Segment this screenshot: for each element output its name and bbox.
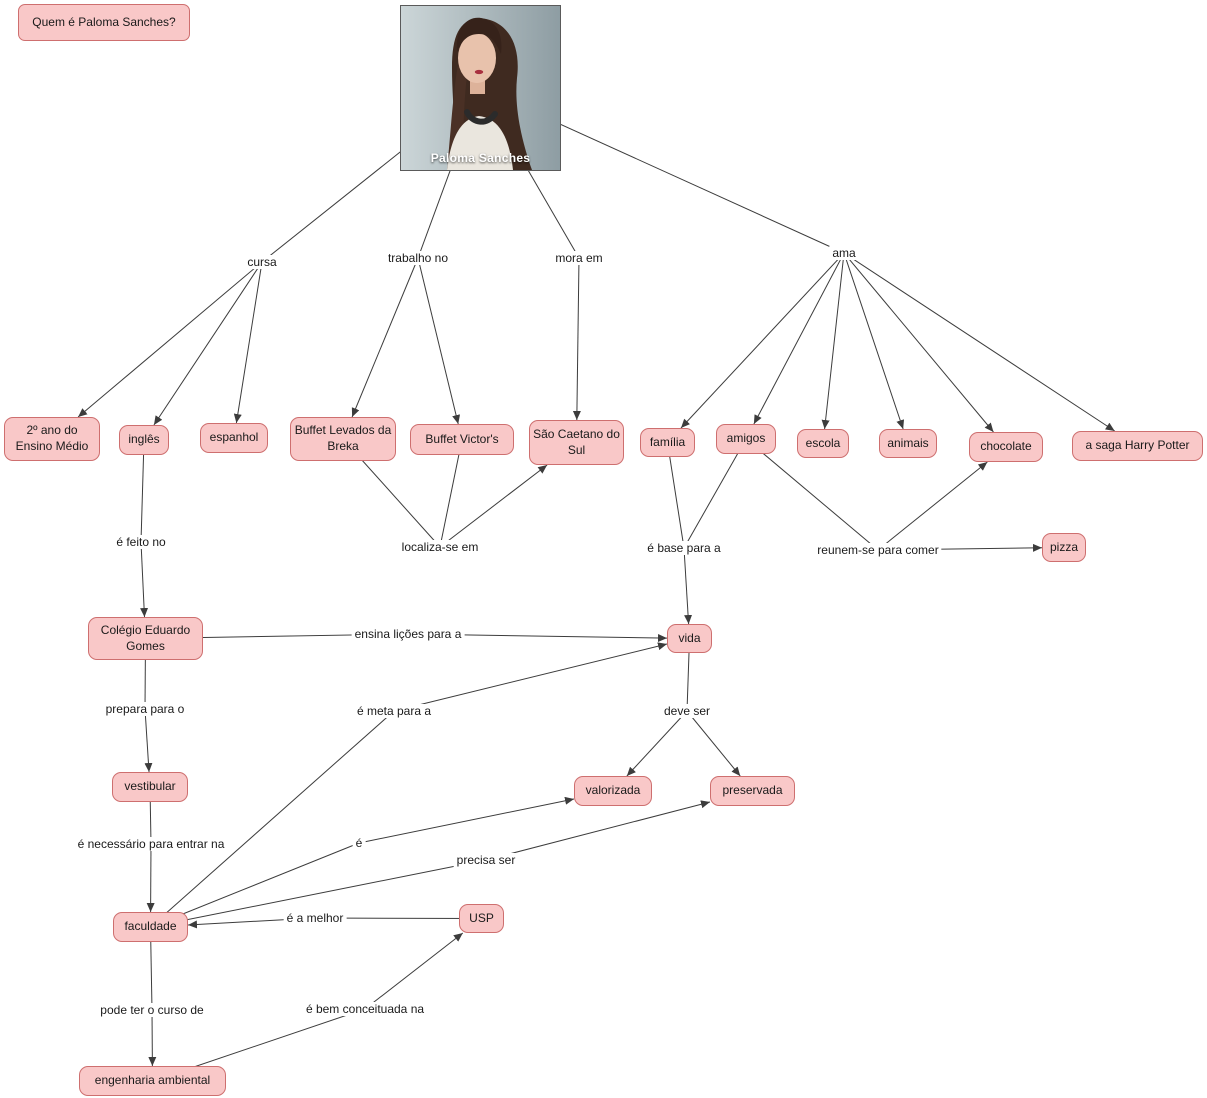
- node-colegio[interactable]: Colégio Eduardo Gomes: [88, 617, 203, 660]
- node-ingles[interactable]: inglês: [119, 425, 169, 455]
- edge-line: [140, 541, 149, 618]
- edge-line: [680, 252, 845, 429]
- edge-label-deve-ser: deve ser: [660, 704, 714, 718]
- node-valorizada[interactable]: valorizada: [574, 776, 652, 806]
- edge-label-prepara-para-o: prepara para o: [102, 702, 188, 716]
- node-buffet-victors[interactable]: Buffet Victor's: [410, 424, 514, 455]
- edge-line: [150, 859, 487, 928]
- edge-line: [358, 796, 575, 844]
- node-harry-potter[interactable]: a saga Harry Potter: [1072, 431, 1203, 461]
- edge-label-reunem-se: reunem-se para comer: [814, 543, 942, 557]
- node-pizza[interactable]: pizza: [1042, 533, 1086, 562]
- edge-label-e-feito-no: é feito no: [113, 535, 169, 549]
- edge-label-precisa-ser: precisa ser: [453, 853, 519, 867]
- node-preservada[interactable]: preservada: [710, 776, 795, 806]
- node-familia[interactable]: família: [640, 428, 695, 457]
- edge-line: [150, 710, 395, 928]
- edge-line: [439, 439, 463, 548]
- focus-question-box[interactable]: Quem é Paloma Sanches?: [18, 4, 190, 41]
- edge-line: [626, 710, 688, 777]
- edge-line: [485, 800, 711, 861]
- node-usp[interactable]: USP: [459, 904, 504, 933]
- edge-line: [667, 442, 685, 549]
- edge-line: [150, 842, 360, 928]
- edge-line: [140, 439, 145, 543]
- node-animais[interactable]: animais: [879, 429, 937, 458]
- edge-line: [745, 438, 879, 551]
- photo-node[interactable]: Paloma Sanches: [400, 5, 561, 171]
- node-faculdade[interactable]: faculdade: [113, 912, 188, 942]
- photo-caption: Paloma Sanches: [430, 151, 531, 165]
- edge-line: [393, 642, 668, 712]
- edge-line: [686, 710, 741, 777]
- edge-label-e-a-melhor: é a melhor: [283, 911, 347, 925]
- edge-line: [877, 461, 988, 551]
- edge-line: [683, 547, 693, 625]
- edge-label-localiza-se-em: localiza-se em: [398, 540, 482, 554]
- edge-line: [351, 257, 419, 418]
- edge-label-mora-em: mora em: [552, 251, 606, 265]
- edge-line: [417, 257, 461, 425]
- node-ensino-medio[interactable]: 2º ano do Ensino Médio: [4, 417, 100, 461]
- edge-label-necessario-entrar: é necessário para entrar na: [74, 837, 228, 851]
- edge-label-e: é: [352, 836, 366, 850]
- edge-line: [439, 464, 548, 548]
- node-chocolate[interactable]: chocolate: [969, 432, 1043, 462]
- edge-line: [77, 261, 263, 418]
- edge-label-e-base-para-a: é base para a: [644, 541, 724, 555]
- edge-label-ensina-licoes: ensina lições para a: [351, 627, 465, 641]
- edge-line: [683, 438, 747, 549]
- edge-label-e-meta-para-a: é meta para a: [353, 704, 435, 718]
- edge-label-pode-ter-curso: pode ter o curso de: [97, 1003, 207, 1017]
- edge-line: [821, 252, 845, 430]
- edge-label-trabalho-no: trabalho no: [384, 251, 452, 265]
- edge-label-cursa: cursa: [244, 255, 280, 269]
- node-amigos[interactable]: amigos: [716, 424, 776, 454]
- node-sao-caetano[interactable]: São Caetano do Sul: [529, 420, 624, 465]
- edge-line: [572, 257, 581, 421]
- portrait-illustration: [401, 6, 560, 170]
- edge-line: [843, 252, 1115, 432]
- node-engenharia-ambiental[interactable]: engenharia ambiental: [79, 1066, 226, 1096]
- edge-line: [843, 252, 905, 430]
- node-espanhol[interactable]: espanhol: [200, 423, 268, 453]
- edge-label-ama: ama: [829, 246, 859, 260]
- node-buffet-breka[interactable]: Buffet Levados da Breka: [290, 417, 396, 461]
- edge-line: [753, 252, 845, 425]
- edge-label-bem-conceituada: é bem conceituada na: [302, 1002, 428, 1016]
- edge-line: [144, 708, 153, 773]
- edge-line: [233, 261, 263, 424]
- node-vestibular[interactable]: vestibular: [112, 772, 188, 802]
- edge-line: [843, 252, 994, 433]
- node-escola[interactable]: escola: [797, 429, 849, 458]
- edge-line: [153, 261, 263, 426]
- node-vida[interactable]: vida: [667, 624, 712, 653]
- edge-line: [364, 932, 464, 1010]
